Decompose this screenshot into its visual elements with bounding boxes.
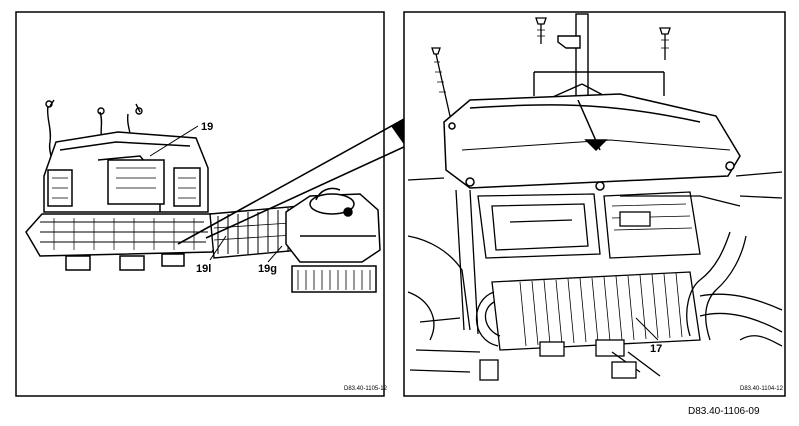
right-panel-ref-code: D83.40-1104-12 bbox=[740, 386, 784, 392]
heater-housing-upper bbox=[43, 131, 209, 213]
leader-line-17 bbox=[635, 317, 659, 341]
left-panel-ref-code: D83.40-1105-12 bbox=[344, 386, 388, 392]
screw-top bbox=[535, 17, 547, 44]
screw-right bbox=[659, 27, 671, 60]
callout-19l: 19l bbox=[196, 263, 211, 275]
screw-left bbox=[431, 47, 451, 117]
callout-19g: 19g bbox=[258, 263, 277, 275]
leader-lines-left bbox=[149, 125, 283, 263]
callout-19: 19 bbox=[201, 121, 213, 133]
blower-housing bbox=[285, 187, 381, 293]
heater-housing-base bbox=[25, 213, 232, 271]
right-panel: 17 D83.40-1104-12 bbox=[403, 11, 786, 397]
left-panel: 19 19l 19g D83.40-1105-12 bbox=[15, 11, 388, 397]
evaporator-cover bbox=[443, 93, 741, 191]
figure-reference: D83.40-1106-09 bbox=[688, 406, 760, 417]
heater-case-interior bbox=[477, 191, 701, 259]
mounting-bracket bbox=[533, 13, 665, 109]
callout-17: 17 bbox=[650, 343, 662, 355]
vehicle-structure bbox=[407, 171, 783, 381]
